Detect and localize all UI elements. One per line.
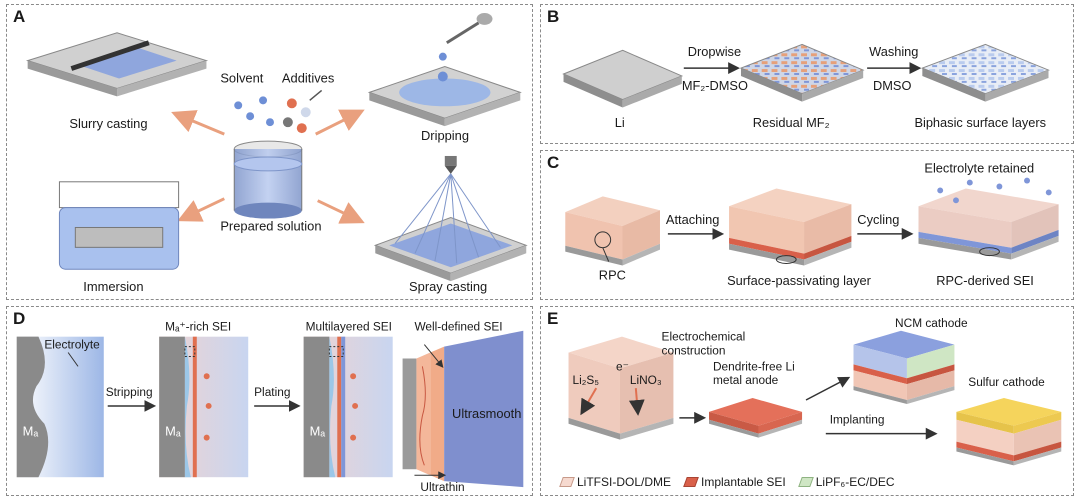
spray-casting-illustration	[373, 155, 528, 282]
slurry-casting-illustration	[25, 32, 209, 97]
rpc-label: RPC	[599, 267, 626, 282]
surface-passivating-box	[729, 188, 852, 266]
li2s5-label: Li₂S₅	[572, 373, 599, 387]
ncm-cathode-label: NCM cathode	[895, 316, 968, 330]
panel-d-letter: D	[13, 309, 26, 328]
biphasic-plate	[920, 43, 1050, 102]
panel-a: A Slurry casting	[6, 4, 533, 300]
panel-e-legend: LiTFSI-DOL/DME Implantable SEI LiPF₆-EC/…	[559, 475, 895, 489]
ma-label-3: Mₐ	[310, 424, 326, 439]
stage1-anode	[16, 336, 104, 478]
sulfur-cathode-label: Sulfur cathode	[968, 375, 1045, 389]
legend-item-lipf6: LiPF₆-EC/DEC	[797, 475, 895, 489]
prepared-solution-label: Prepared solution	[220, 218, 321, 233]
plating-label: Plating	[254, 385, 290, 399]
lino3-label: LiNO₃	[630, 373, 662, 387]
panel-e-letter: E	[547, 309, 559, 328]
ultrasmooth-label: Ultrasmooth	[452, 406, 521, 421]
sulfur-cathode-cell	[956, 398, 1062, 466]
panel-e: E Electrochemical construction e⁻ Li₂S₅ …	[540, 306, 1074, 496]
implanting-label: Implanting	[830, 413, 885, 427]
electrolyte-retained-label: Electrolyte retained	[924, 161, 1034, 176]
dendrite-free-label-2: metal anode	[713, 373, 779, 387]
ma-label-2: Mₐ	[165, 424, 181, 439]
well-defined-sei-label: Well-defined SEI	[414, 320, 502, 334]
legend-label-implantable-sei: Implantable SEI	[701, 475, 786, 489]
legend-swatch-litfsi	[559, 477, 575, 487]
stage2-anode	[159, 336, 249, 478]
electrochemical-box	[568, 336, 674, 440]
panel-d: D Electrolyte Mₐ Stripping	[6, 306, 533, 496]
ma-rich-sei-label: Mₐ⁺-rich SEI	[165, 320, 231, 334]
rpc-derived-label: RPC-derived SEI	[936, 273, 1034, 288]
droplets-icon	[234, 89, 323, 134]
residual-mf2-label: Residual MF₂	[753, 115, 830, 130]
ncm-cathode-cell	[853, 330, 955, 404]
surface-passivating-label: Surface-passivating layer	[727, 273, 872, 288]
panel-c-illustration: RPC Attaching Surface-passivating layer …	[565, 161, 1059, 288]
electrochemical-label: Electrochemical	[662, 330, 746, 344]
cycling-label: Cycling	[857, 212, 899, 227]
panel-c: C RPC Attaching	[540, 150, 1074, 300]
ultrathin-label: Ultrathin	[420, 480, 464, 494]
immersion-label: Immersion	[83, 279, 143, 294]
panel-a-letter: A	[13, 7, 26, 26]
immersion-illustration	[58, 181, 180, 270]
legend-swatch-lipf6	[797, 477, 814, 487]
slurry-casting-label: Slurry casting	[69, 116, 147, 131]
residual-mf2-plate	[739, 43, 865, 102]
legend-label-litfsi: LiTFSI-DOL/DME	[577, 475, 672, 489]
construction-label: construction	[662, 343, 726, 357]
panel-b-letter: B	[547, 7, 560, 26]
panel-c-letter: C	[547, 153, 560, 172]
spray-casting-label: Spray casting	[409, 279, 487, 294]
dripping-illustration	[367, 12, 522, 127]
well-defined-sei-zoom	[402, 330, 524, 488]
biphasic-label: Biphasic surface layers	[914, 115, 1046, 130]
legend-swatch-implantable-sei	[683, 477, 699, 487]
legend-item-implantable-sei: Implantable SEI	[683, 475, 786, 489]
legend-label-lipf6: LiPF₆-EC/DEC	[815, 475, 895, 489]
additives-label: Additives	[282, 70, 334, 85]
dripping-label: Dripping	[421, 128, 469, 143]
dendrite-free-anode	[709, 398, 803, 438]
li-label: Li	[615, 115, 625, 130]
ma-label-1: Mₐ	[23, 424, 39, 439]
legend-item-litfsi: LiTFSI-DOL/DME	[559, 475, 672, 489]
beaker-icon	[233, 140, 303, 219]
multilayered-sei-label: Multilayered SEI	[306, 320, 392, 334]
dendrite-free-label-1: Dendrite-free Li	[713, 359, 795, 373]
rpc-derived-box	[918, 177, 1059, 260]
electron-label: e⁻	[616, 359, 629, 373]
rpc-box	[565, 196, 660, 266]
panel-b: B Li Dropwise MF₂-DMSO	[540, 4, 1074, 144]
attaching-label: Attaching	[666, 212, 719, 227]
electrolyte-label: Electrolyte	[44, 338, 100, 352]
washing-label: Washing	[869, 44, 918, 59]
panel-d-illustration: Electrolyte Mₐ Stripping Mₐ⁺-rich SEI Mₐ…	[16, 320, 524, 494]
dropwise-label: Dropwise	[688, 44, 741, 59]
dmso-label: DMSO	[873, 78, 911, 93]
panel-a-illustration: Slurry casting Solvent Additives Prepare…	[25, 12, 528, 294]
stripping-label: Stripping	[106, 385, 153, 399]
solvent-label: Solvent	[220, 70, 263, 85]
mf2-dmso-label: MF₂-DMSO	[682, 78, 748, 93]
panel-e-illustration: Electrochemical construction e⁻ Li₂S₅ Li…	[568, 316, 1062, 466]
li-plate	[562, 49, 684, 108]
panel-b-illustration: Li Dropwise MF₂-DMSO Residual MF₂ Washin…	[562, 43, 1050, 130]
stage3-anode	[303, 336, 393, 478]
